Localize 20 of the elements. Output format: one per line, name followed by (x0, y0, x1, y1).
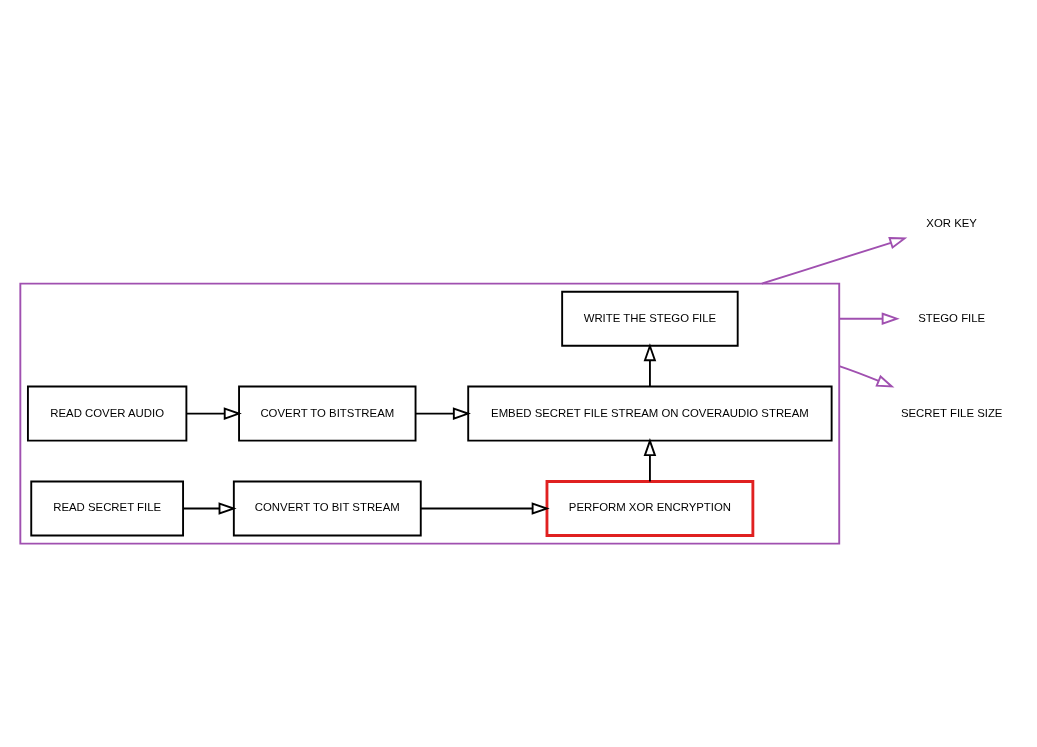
arrow (838, 364, 895, 388)
node-text: XOR KEY (926, 216, 977, 229)
cluster (19, 282, 841, 545)
node-box: EMBED SECRET FILE STREAM ON COVERAUDIO STREAM (467, 385, 833, 442)
arrow (838, 311, 900, 325)
arrow (420, 501, 550, 515)
arrow (182, 501, 237, 515)
arrow (760, 236, 908, 285)
node-box: COVERT TO BITSTREAM (238, 385, 417, 442)
node-text: SECRET FILE SIZE (900, 406, 1003, 419)
arrow (414, 406, 471, 420)
node-box: CONVERT TO BIT STREAM (232, 480, 422, 536)
arrow (185, 406, 242, 420)
arrow (643, 437, 657, 482)
node-text: STEGO FILE (918, 311, 986, 324)
node-box: READ SECRET FILE (30, 480, 184, 536)
node-box: READ COVER AUDIO (27, 385, 188, 442)
node-box: PERFORM XOR ENCRYPTION (545, 479, 755, 537)
node-box: WRITE THE STEGO FILE (561, 290, 739, 347)
arrow (643, 342, 657, 387)
